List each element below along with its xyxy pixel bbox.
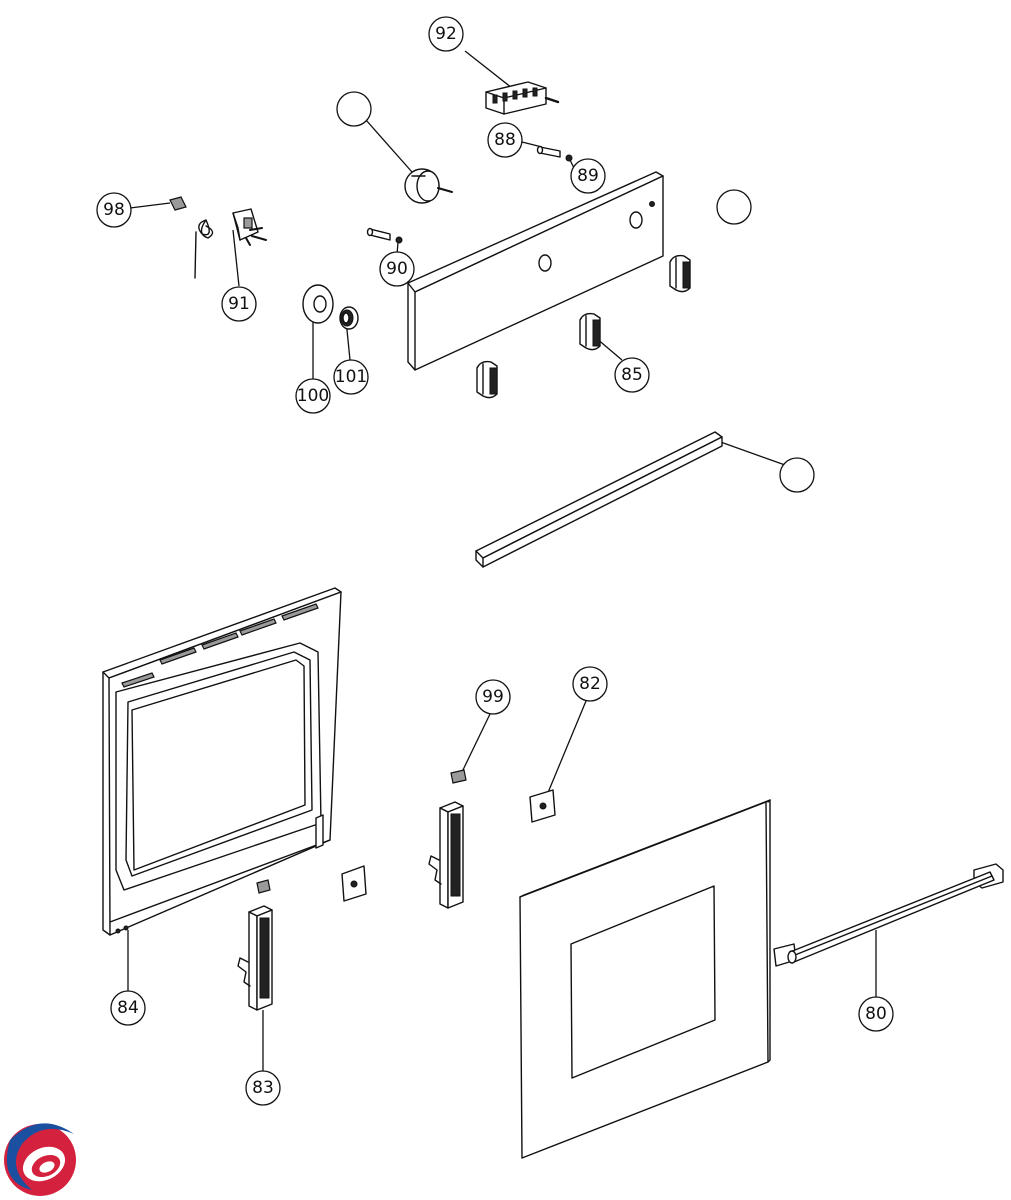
svg-text:99: 99	[482, 687, 504, 707]
hinge-part-upper	[428, 801, 464, 909]
callout-82: 82	[572, 666, 608, 702]
callout-blank-right	[716, 189, 752, 225]
plate-part	[529, 789, 556, 823]
outer-door-glass-part	[519, 799, 771, 1159]
swirl-logo-icon	[4, 1123, 76, 1196]
hinge-part-lower	[237, 905, 273, 1011]
small-spindle-part	[366, 227, 403, 244]
callout-89: 89	[570, 158, 606, 194]
door-handle-part	[773, 863, 1004, 967]
callout-99: 99	[475, 679, 511, 715]
frame-hinge-plate-part	[341, 865, 367, 902]
svg-text:98: 98	[103, 200, 125, 220]
bezel-part	[302, 284, 334, 324]
callout-84: 84	[110, 990, 146, 1026]
selector-switch-part	[485, 81, 560, 115]
svg-text:83: 83	[252, 1078, 274, 1098]
grommet-part	[339, 306, 359, 330]
svg-text:84: 84	[117, 998, 139, 1018]
callout-blank-upper	[336, 91, 372, 127]
frame-small-block-part	[256, 879, 271, 894]
svg-text:82: 82	[579, 674, 601, 694]
callout-92: 92	[428, 16, 464, 52]
callout-88: 88	[487, 122, 523, 158]
callout-91: 91	[221, 286, 257, 322]
small-block-part	[450, 769, 467, 784]
svg-text:90: 90	[386, 259, 408, 279]
rail-part	[475, 431, 723, 568]
svg-text:92: 92	[435, 24, 457, 44]
callout-80: 80	[858, 996, 894, 1032]
callout-83: 83	[245, 1070, 281, 1106]
svg-text:89: 89	[577, 166, 599, 186]
knob-part-middle	[579, 312, 601, 351]
svg-text:101: 101	[335, 367, 367, 387]
callout-100: 100	[295, 378, 331, 414]
knob-part-left	[476, 360, 498, 399]
svg-text:88: 88	[494, 130, 516, 150]
clip-part	[169, 196, 187, 211]
control-panel-part	[407, 171, 664, 371]
callout-85: 85	[614, 357, 650, 393]
thermostat-part	[194, 208, 267, 279]
motor-part	[404, 168, 453, 204]
spindle-part	[536, 145, 573, 162]
svg-text:91: 91	[228, 294, 250, 314]
svg-text:85: 85	[621, 365, 643, 385]
callout-blank-rail	[779, 457, 815, 493]
svg-text:100: 100	[297, 386, 329, 406]
callout-98: 98	[96, 192, 132, 228]
callout-101: 101	[333, 359, 369, 395]
svg-text:80: 80	[865, 1004, 887, 1024]
callout-90: 90	[379, 251, 415, 287]
inner-door-frame-part	[102, 587, 342, 936]
knob-part-right	[669, 254, 691, 293]
